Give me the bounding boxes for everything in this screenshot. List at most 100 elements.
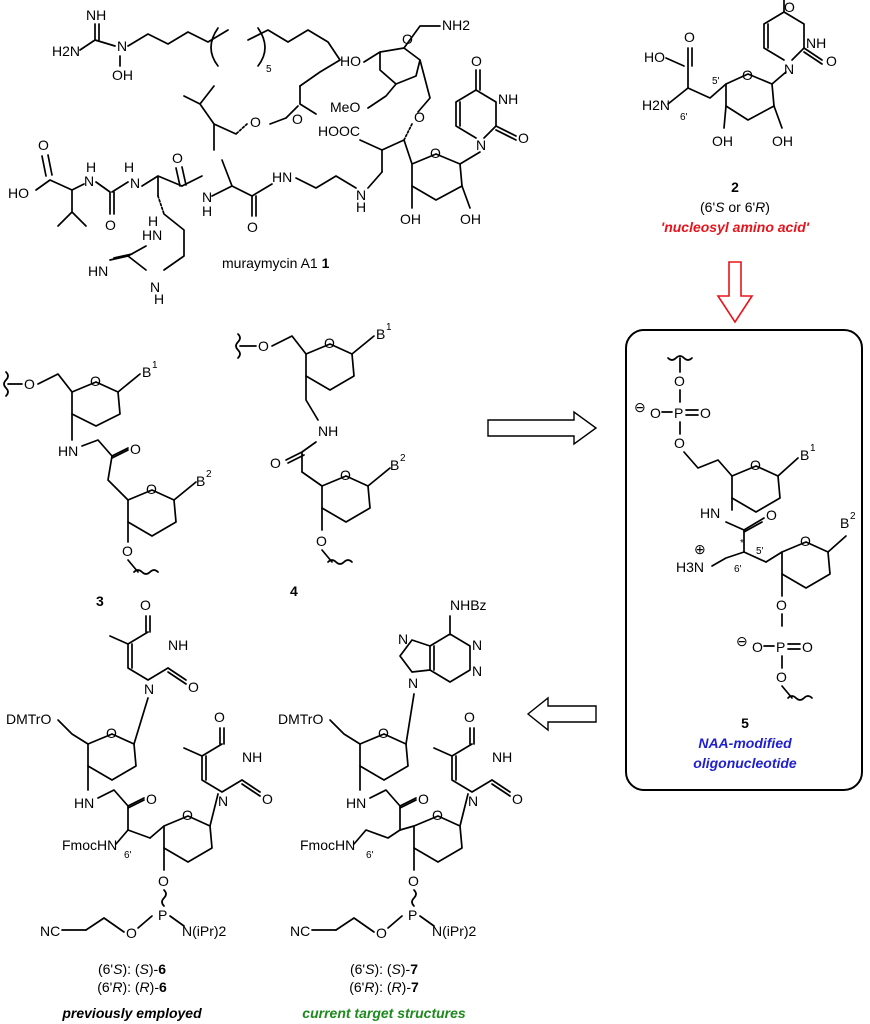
nucleosyl-amino-acid-structure: HO O H2N 6' 5' O OH OH N O NH O 2 (6'S o… (642, 0, 837, 235)
atom-label: O (518, 130, 529, 146)
compound-5-caption-line1: NAA-modified (698, 735, 792, 751)
atom-label: HN (74, 795, 94, 811)
muraymycin-caption: muraymycin A1 1 (222, 255, 330, 271)
compound-5-caption-line2: oligonucleotide (693, 755, 797, 771)
compound-7-structure: NHBz N N N N DMTrO O HN O FmocHN 6' O O … (278, 597, 523, 1021)
atom-label: N (144, 681, 154, 697)
atom-label: NH (498, 91, 518, 107)
atom-label: O (38, 137, 49, 153)
atom-label: O (376, 925, 387, 941)
atom-label: N (150, 279, 160, 295)
atom-label: O (432, 807, 443, 823)
stereocenter-star: * (740, 538, 744, 549)
atom-label: O (766, 507, 777, 523)
atom-label: O (130, 441, 141, 457)
atom-label: O (512, 791, 523, 807)
atom-label: O (684, 29, 695, 45)
atom-label: OH (112, 67, 133, 83)
previously-employed-caption: previously employed (61, 1005, 202, 1021)
atom-label: HN (700, 505, 720, 521)
atom-label: P (776, 639, 785, 655)
atom-label: O (24, 376, 35, 392)
atom-label: H (148, 213, 158, 229)
position-label: 6' (124, 850, 132, 861)
atom-label: B (800, 447, 809, 463)
compound-5-box: O ⊖ O P O O O B 1 HN O * ⊕ H3N 6' 5' O B… (625, 329, 863, 791)
atom-label: N(iPr)2 (432, 923, 477, 939)
atom-label: NH (806, 35, 826, 51)
atom-label: O (674, 435, 685, 451)
atom-label: O (650, 405, 661, 421)
atom-label: P (674, 405, 683, 421)
atom-label: O (776, 597, 787, 613)
atom-label: O (122, 543, 133, 559)
position-label: 5' (712, 76, 720, 87)
left-arrow (526, 696, 597, 732)
atom-label: O (188, 679, 199, 695)
atom-label: O (158, 873, 169, 889)
atom-label: O (826, 53, 837, 69)
atom-label: HN (272, 169, 292, 185)
atom-label: O (90, 373, 101, 389)
atom-label: B (196, 473, 205, 489)
compound-number-5: 5 (741, 715, 749, 731)
atom-label: OH (772, 133, 793, 149)
atom-label: O (408, 873, 419, 889)
position-label: 6' (680, 112, 688, 123)
atom-label: N (472, 637, 482, 653)
charge-plus: ⊕ (694, 541, 706, 557)
atom-label: P (158, 907, 167, 923)
atom-label: DMTrO (278, 711, 323, 727)
atom-label: O (378, 725, 389, 741)
atom-label: 2 (206, 469, 212, 480)
atom-label: O (324, 335, 335, 351)
atom-label: H3N (676, 559, 704, 575)
atom-label: HO (8, 185, 29, 201)
atom-label: N (117, 38, 127, 54)
atom-label: O (250, 114, 261, 130)
atom-label: O (674, 373, 685, 389)
atom-label: O (182, 807, 193, 823)
atom-label: O (146, 481, 157, 497)
compound-number-2: 2 (731, 179, 739, 195)
atom-label: H (356, 199, 366, 215)
atom-label: NC (290, 923, 310, 939)
atom-label: DMTrO (6, 711, 51, 727)
atom-label: N (202, 189, 212, 205)
atom-label: N (468, 793, 478, 809)
atom-label: O (340, 467, 351, 483)
atom-label: O (106, 725, 117, 741)
atom-label: HN (346, 795, 366, 811)
atom-label: N (472, 663, 482, 679)
compound-7-config-line2: (6'R): (R)-7 (349, 979, 419, 995)
atom-label: O (214, 709, 225, 725)
atom-label: O (292, 111, 303, 127)
atom-label: O (776, 669, 787, 685)
atom-label: P (408, 907, 417, 923)
atom-label: MeO (330, 99, 360, 115)
atom-label: O (802, 639, 813, 655)
atom-label: B (840, 515, 849, 531)
compound-2-configuration: (6'S or 6'R) (700, 199, 770, 215)
atom-label: HN (88, 263, 108, 279)
atom-label: OH (712, 133, 733, 149)
atom-label: N (784, 61, 794, 77)
atom-label: N (476, 137, 486, 153)
atom-label: NC (40, 923, 60, 939)
atom-label: O (140, 597, 151, 613)
atom-label: H2N (642, 97, 670, 113)
atom-label: O (414, 109, 425, 125)
atom-label: 2 (850, 511, 856, 522)
atom-label: N (84, 173, 94, 189)
atom-label: O (146, 791, 157, 807)
atom-label: O (742, 67, 753, 83)
atom-label: N (356, 187, 366, 203)
atom-label: NH (242, 749, 262, 765)
right-arrow (487, 410, 598, 446)
compound-number-4: 4 (290, 583, 298, 599)
atom-label: H (86, 159, 96, 175)
downward-arrow (716, 261, 754, 324)
atom-label: 1 (152, 360, 158, 371)
atom-label: O (700, 405, 711, 421)
